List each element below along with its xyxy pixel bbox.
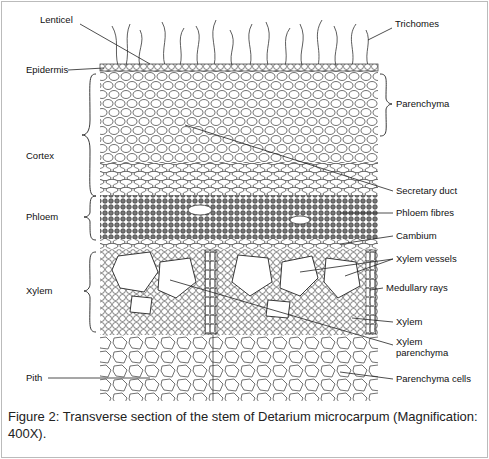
part-name: Medullary rays — [386, 282, 448, 293]
part-name: Cambium — [396, 230, 437, 241]
part-name: Parenchyma cells — [396, 373, 471, 384]
part-name: Xylem parenchyma — [396, 336, 456, 358]
part-name: Phloem fibres — [396, 207, 454, 218]
region-name: Xylem — [26, 285, 52, 296]
region-name: Phloem — [26, 211, 58, 222]
part-name: Secretary duct — [396, 185, 457, 196]
part-name: Epidermis — [26, 64, 68, 75]
figure-caption: Figure 2: Transverse section of the stem… — [8, 408, 478, 442]
part-name: Trichomes — [395, 18, 439, 29]
part-name: Xylem — [396, 316, 422, 327]
part-name: Lenticel — [40, 14, 73, 25]
region-name: Cortex — [26, 150, 54, 161]
part-name: Parenchyma — [396, 98, 449, 109]
part-name: Xylem vessels — [396, 253, 457, 264]
region-name: Pith — [26, 372, 42, 383]
